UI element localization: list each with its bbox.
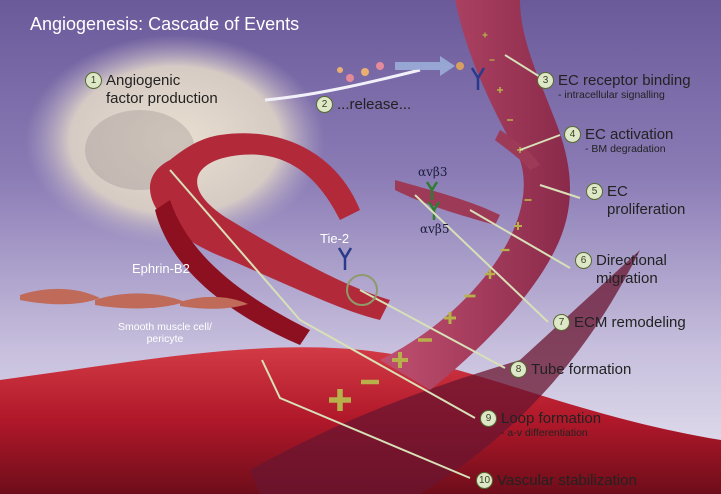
step-8-badge: 8	[510, 361, 527, 378]
marker-plus	[449, 312, 452, 324]
marker-plus	[398, 352, 402, 368]
step-6-label: 6Directional migration	[575, 252, 667, 287]
step-7-label: 7ECM remodeling	[553, 314, 686, 332]
factor-particle	[337, 67, 343, 73]
smooth-muscle-cell-1	[20, 289, 100, 304]
avb5-label: αvβ5	[420, 222, 449, 236]
step-4-label: 4EC activation - BM degradation	[564, 126, 673, 155]
ephrin-b2-label: Ephrin-B2	[132, 262, 190, 276]
marker-minus	[490, 59, 495, 60]
marker-minus	[525, 199, 532, 201]
factor-particle	[456, 62, 464, 70]
step-4-badge: 4	[564, 126, 581, 143]
marker-minus	[507, 119, 513, 121]
marker-plus	[499, 87, 501, 93]
smooth-muscle-cell-2	[95, 293, 185, 308]
marker-minus	[418, 338, 432, 342]
marker-minus	[501, 249, 510, 251]
step-1-badge: 1	[85, 72, 102, 89]
tie2-label: Tie-2	[320, 232, 349, 246]
step-5-badge: 5	[586, 183, 603, 200]
step-7-badge: 7	[553, 314, 570, 331]
step-10-badge: 10	[476, 472, 493, 489]
factor-particle	[346, 74, 354, 82]
marker-plus	[484, 33, 485, 38]
factor-particle	[376, 62, 384, 70]
marker-plus	[489, 269, 492, 279]
step-2-badge: 2	[316, 96, 333, 113]
smooth-muscle-label: Smooth muscle cell/ pericyte	[118, 322, 212, 345]
marker-plus	[517, 222, 519, 230]
step-2-label: 2...release...	[316, 96, 411, 114]
step-3-label: 3EC receptor binding - intracellular sig…	[537, 72, 691, 101]
marker-minus	[465, 295, 476, 298]
step-1-label: 1Angiogenic factor production	[85, 72, 218, 107]
step-10-label: 10Vascular stabilization	[476, 472, 637, 490]
step-5-label: 5EC proliferation	[586, 183, 685, 218]
diagram-title: Angiogenesis: Cascade of Events	[30, 14, 299, 35]
marker-plus	[337, 389, 343, 411]
step-3-badge: 3	[537, 72, 554, 89]
marker-minus	[361, 380, 379, 385]
step-8-label: 8Tube formation	[510, 361, 631, 379]
step-9-badge: 9	[480, 410, 497, 427]
avb3-label: αvβ3	[418, 165, 447, 179]
step-6-badge: 6	[575, 252, 592, 269]
tie2-receptor-icon	[339, 248, 351, 270]
step-9-label: 9Loop formation - a-v differentiation	[480, 410, 601, 439]
factor-particle	[361, 68, 369, 76]
